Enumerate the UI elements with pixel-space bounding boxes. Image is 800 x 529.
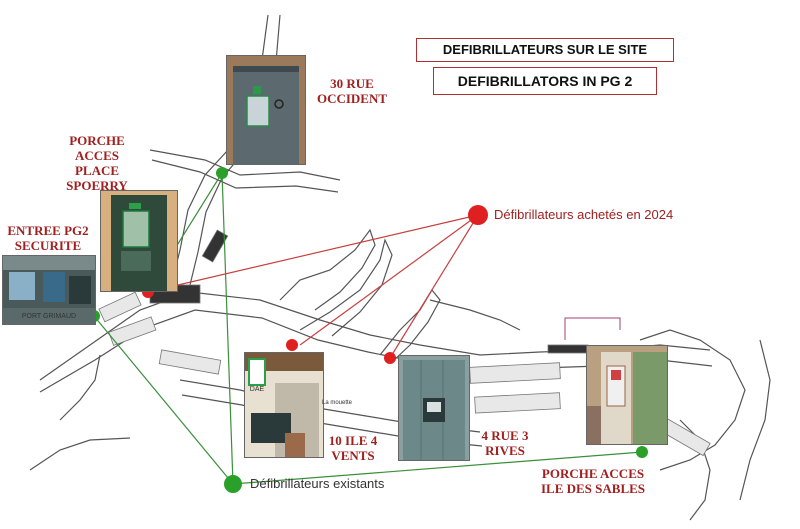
label-ile-4-vents: 10 ILE 4 VENTS (328, 433, 378, 463)
marker-purchased (142, 205, 488, 364)
legend-purchased-text: Défibrillateurs achetés en 2024 (494, 207, 674, 222)
legend-marker-purchased (468, 205, 488, 225)
photo-place-spoerry (100, 190, 178, 292)
marker-existing (88, 167, 648, 493)
marker-ile-4-vents (286, 339, 298, 351)
marker-ile-sables (636, 446, 648, 458)
existing-connector-lines (93, 172, 643, 485)
purchased-connector-lines (147, 214, 479, 359)
photo-small-sign: La mouette (322, 400, 353, 406)
photo-dae-sign: DAE (250, 386, 265, 393)
marker-rue-3-rives (384, 352, 396, 364)
photo-ile-sables (586, 345, 668, 445)
title-english: DEFIBRILLATORS IN PG 2 (433, 67, 657, 95)
photo-rue-occident (226, 55, 306, 165)
photo-ile-4-vents: DAE (244, 352, 324, 458)
marker-rue-occident (216, 167, 228, 179)
label-ile-sables: PORCHE ACCES ILE DES SABLES (540, 466, 646, 496)
label-entree-pg2: ENTREE PG2 SECURITE (7, 223, 89, 253)
title-french: DEFIBRILLATEURS SUR LE SITE (416, 38, 674, 62)
building-blocks (98, 229, 711, 457)
label-rue-3-rives: 4 RUE 3 RIVES (481, 428, 529, 458)
photo-map-tag: PORT GRIMAUD (22, 313, 76, 320)
label-rue-occident: 30 RUE OCCIDENT (316, 76, 388, 106)
photo-rue-3-rives (398, 355, 470, 461)
label-place-spoerry: PORCHE ACCES PLACE SPOERRY (66, 133, 128, 193)
legend-existing-text: Défibrillateurs existants (250, 476, 385, 491)
photo-entree-pg2: PORT GRIMAUD (2, 255, 96, 325)
highlight-line (564, 317, 621, 340)
legend-marker-existing (224, 475, 242, 493)
